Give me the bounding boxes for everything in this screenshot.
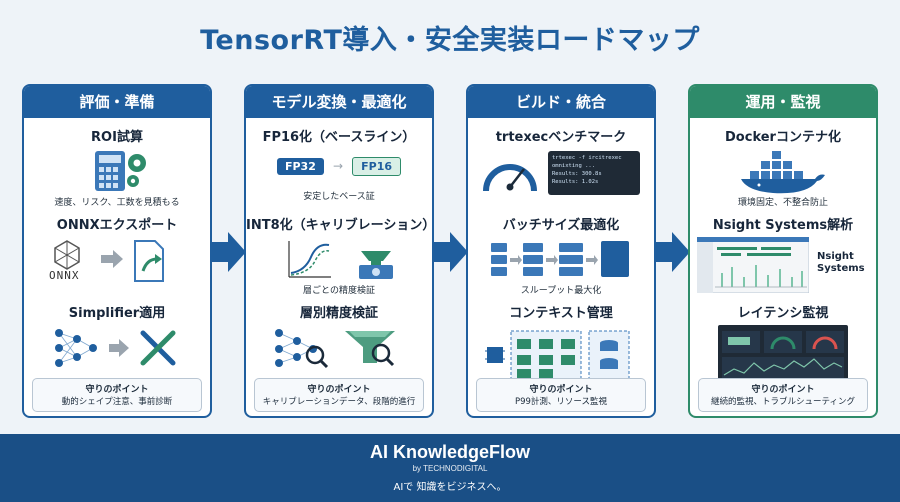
guard-point-box: 守りのポイント 動的シェイプ注意、事前診断 xyxy=(32,378,202,412)
batch-blocks-icon xyxy=(481,237,641,283)
step-latency-monitoring: レイテンシ監視 xyxy=(690,302,876,385)
guard-point-text: キャリブレーションデータ、段階的進行 xyxy=(262,397,416,407)
step-title: Simplifier適用 xyxy=(68,306,166,321)
guard-point-text: 動的シェイプ注意、事前診断 xyxy=(61,397,173,407)
phase-header: 運用・監視 xyxy=(690,86,876,118)
guard-point-label: 守りのポイント xyxy=(307,385,371,395)
step-title: ROI試算 xyxy=(91,130,143,145)
latency-dashboard xyxy=(718,325,848,385)
phase-column-conversion: モデル変換・最適化 FP16化（ベースライン） FP32 → FP16 安定した… xyxy=(244,84,434,418)
step-title: 層別精度検証 xyxy=(299,306,378,321)
docker-whale-icon xyxy=(703,149,863,195)
gauge-terminal-icon: trtexec -f ircitrexec omnixting ... Resu… xyxy=(476,149,646,201)
onnx-export-icon: ONNX xyxy=(37,237,197,287)
guard-point-label: 守りのポイント xyxy=(85,385,149,395)
flow-arrow-icon xyxy=(212,232,246,272)
step-docker: Dockerコンテナ化 環境固定、不整合防止 xyxy=(690,126,876,208)
fp16-pill: FP16 xyxy=(352,157,402,176)
onnx-label: ONNX xyxy=(49,269,80,282)
terminal-line: Results: 300.8s xyxy=(552,171,602,177)
guard-point-text: P99計測、リソース監視 xyxy=(514,397,608,407)
step-context-management: コンテキスト管理 xyxy=(468,302,654,387)
phase-column-evaluation: 評価・準備 ROI試算 速度、リスク、工数を見積もる xyxy=(22,84,212,418)
guard-point-box: 守りのポイント 継続的監視、トラブルシューティング xyxy=(698,378,868,412)
step-layer-precision: 層別精度検証 xyxy=(246,302,432,371)
brand-subtitle: by TECHNODIGITAL xyxy=(412,464,488,473)
brand-tagline: AIで 知識をビジネスへ。 xyxy=(393,482,507,493)
step-title: コンテキスト管理 xyxy=(509,306,613,321)
step-title: INT8化（キャリブレーション） xyxy=(246,218,434,233)
step-caption: 層ごとの精度検証 xyxy=(303,286,375,296)
step-title: trtexecベンチマーク xyxy=(495,130,627,145)
step-roi: ROI試算 速度、リスク、工数を見積もる xyxy=(24,126,210,208)
speedometer-icon xyxy=(483,164,537,192)
step-title: バッチサイズ最適化 xyxy=(502,218,620,233)
precision-conversion: FP32 → FP16 xyxy=(246,155,432,181)
terminal-line: trtexec -f ircitrexec xyxy=(552,155,622,161)
brand-name: AI KnowledgeFlow xyxy=(370,442,530,462)
step-nsight: Nsight Systems解析 xyxy=(690,214,876,293)
step-onnx-export: ONNXエクスポート ONNX xyxy=(24,214,210,287)
phase-column-operation: 運用・監視 Dockerコンテナ化 環境固定、不整合防止 Nsight Syst… xyxy=(688,84,878,418)
neural-network-wrench-icon xyxy=(37,325,197,371)
calculator-gear-icon xyxy=(37,149,197,195)
terminal-line: omnixting ... xyxy=(552,163,596,169)
nsight-systems-label: Nsight Systems xyxy=(817,251,865,274)
step-trtexec: trtexecベンチマーク trtexec -f ircitrexec omni… xyxy=(468,126,654,201)
context-diagram-icon xyxy=(481,325,641,387)
guard-point-label: 守りのポイント xyxy=(751,385,815,395)
calibration-curve-scale-icon xyxy=(259,237,419,283)
step-caption: スループット最大化 xyxy=(520,286,602,296)
page-title: TensorRT導入・安全実装ロードマップ xyxy=(200,25,700,56)
flow-arrow-icon xyxy=(434,232,468,272)
step-title: FP16化（ベースライン） xyxy=(262,130,416,145)
phase-header: 評価・準備 xyxy=(24,86,210,118)
arrow-right-icon: → xyxy=(332,159,344,173)
step-batch-size: バッチサイズ最適化 スループット最大化 xyxy=(468,214,654,296)
network-funnel-magnifier-icon xyxy=(259,325,419,371)
step-caption: 速度、リスク、工数を見積もる xyxy=(54,198,180,208)
phase-column-build: ビルド・統合 trtexecベンチマーク trtexec -f ircitrex… xyxy=(466,84,656,418)
step-int8: INT8化（キャリブレーション） 層ごとの精度検証 xyxy=(246,214,432,296)
guard-point-text: 継続的監視、トラブルシューティング xyxy=(711,397,855,407)
step-simplifier: Simplifier適用 xyxy=(24,302,210,371)
flow-arrow-icon xyxy=(656,232,690,272)
fp32-pill: FP32 xyxy=(276,158,324,175)
step-title: ONNXエクスポート xyxy=(56,218,178,233)
phase-header: モデル変換・最適化 xyxy=(246,86,432,118)
guard-point-label: 守りのポイント xyxy=(529,385,593,395)
step-title: Dockerコンテナ化 xyxy=(725,130,841,145)
nsight-profiler-screenshot: Nsight Systems xyxy=(693,237,873,293)
terminal-window: trtexec -f ircitrexec omnixting ... Resu… xyxy=(548,151,640,195)
terminal-line: Results: 1.02s xyxy=(552,179,599,185)
footer-banner: AI KnowledgeFlow by TECHNODIGITAL AIで 知識… xyxy=(0,434,900,502)
guard-point-box: 守りのポイント P99計測、リソース監視 xyxy=(476,378,646,412)
step-title: Nsight Systems解析 xyxy=(712,218,854,233)
step-title: レイテンシ監視 xyxy=(737,306,829,321)
step-caption: 環境固定、不整合防止 xyxy=(737,198,828,208)
step-fp16: FP16化（ベースライン） FP32 → FP16 安定したベース証 xyxy=(246,126,432,202)
step-caption: 安定したベース証 xyxy=(303,192,375,202)
phase-header: ビルド・統合 xyxy=(468,86,654,118)
guard-point-box: 守りのポイント キャリブレーションデータ、段階的進行 xyxy=(254,378,424,412)
